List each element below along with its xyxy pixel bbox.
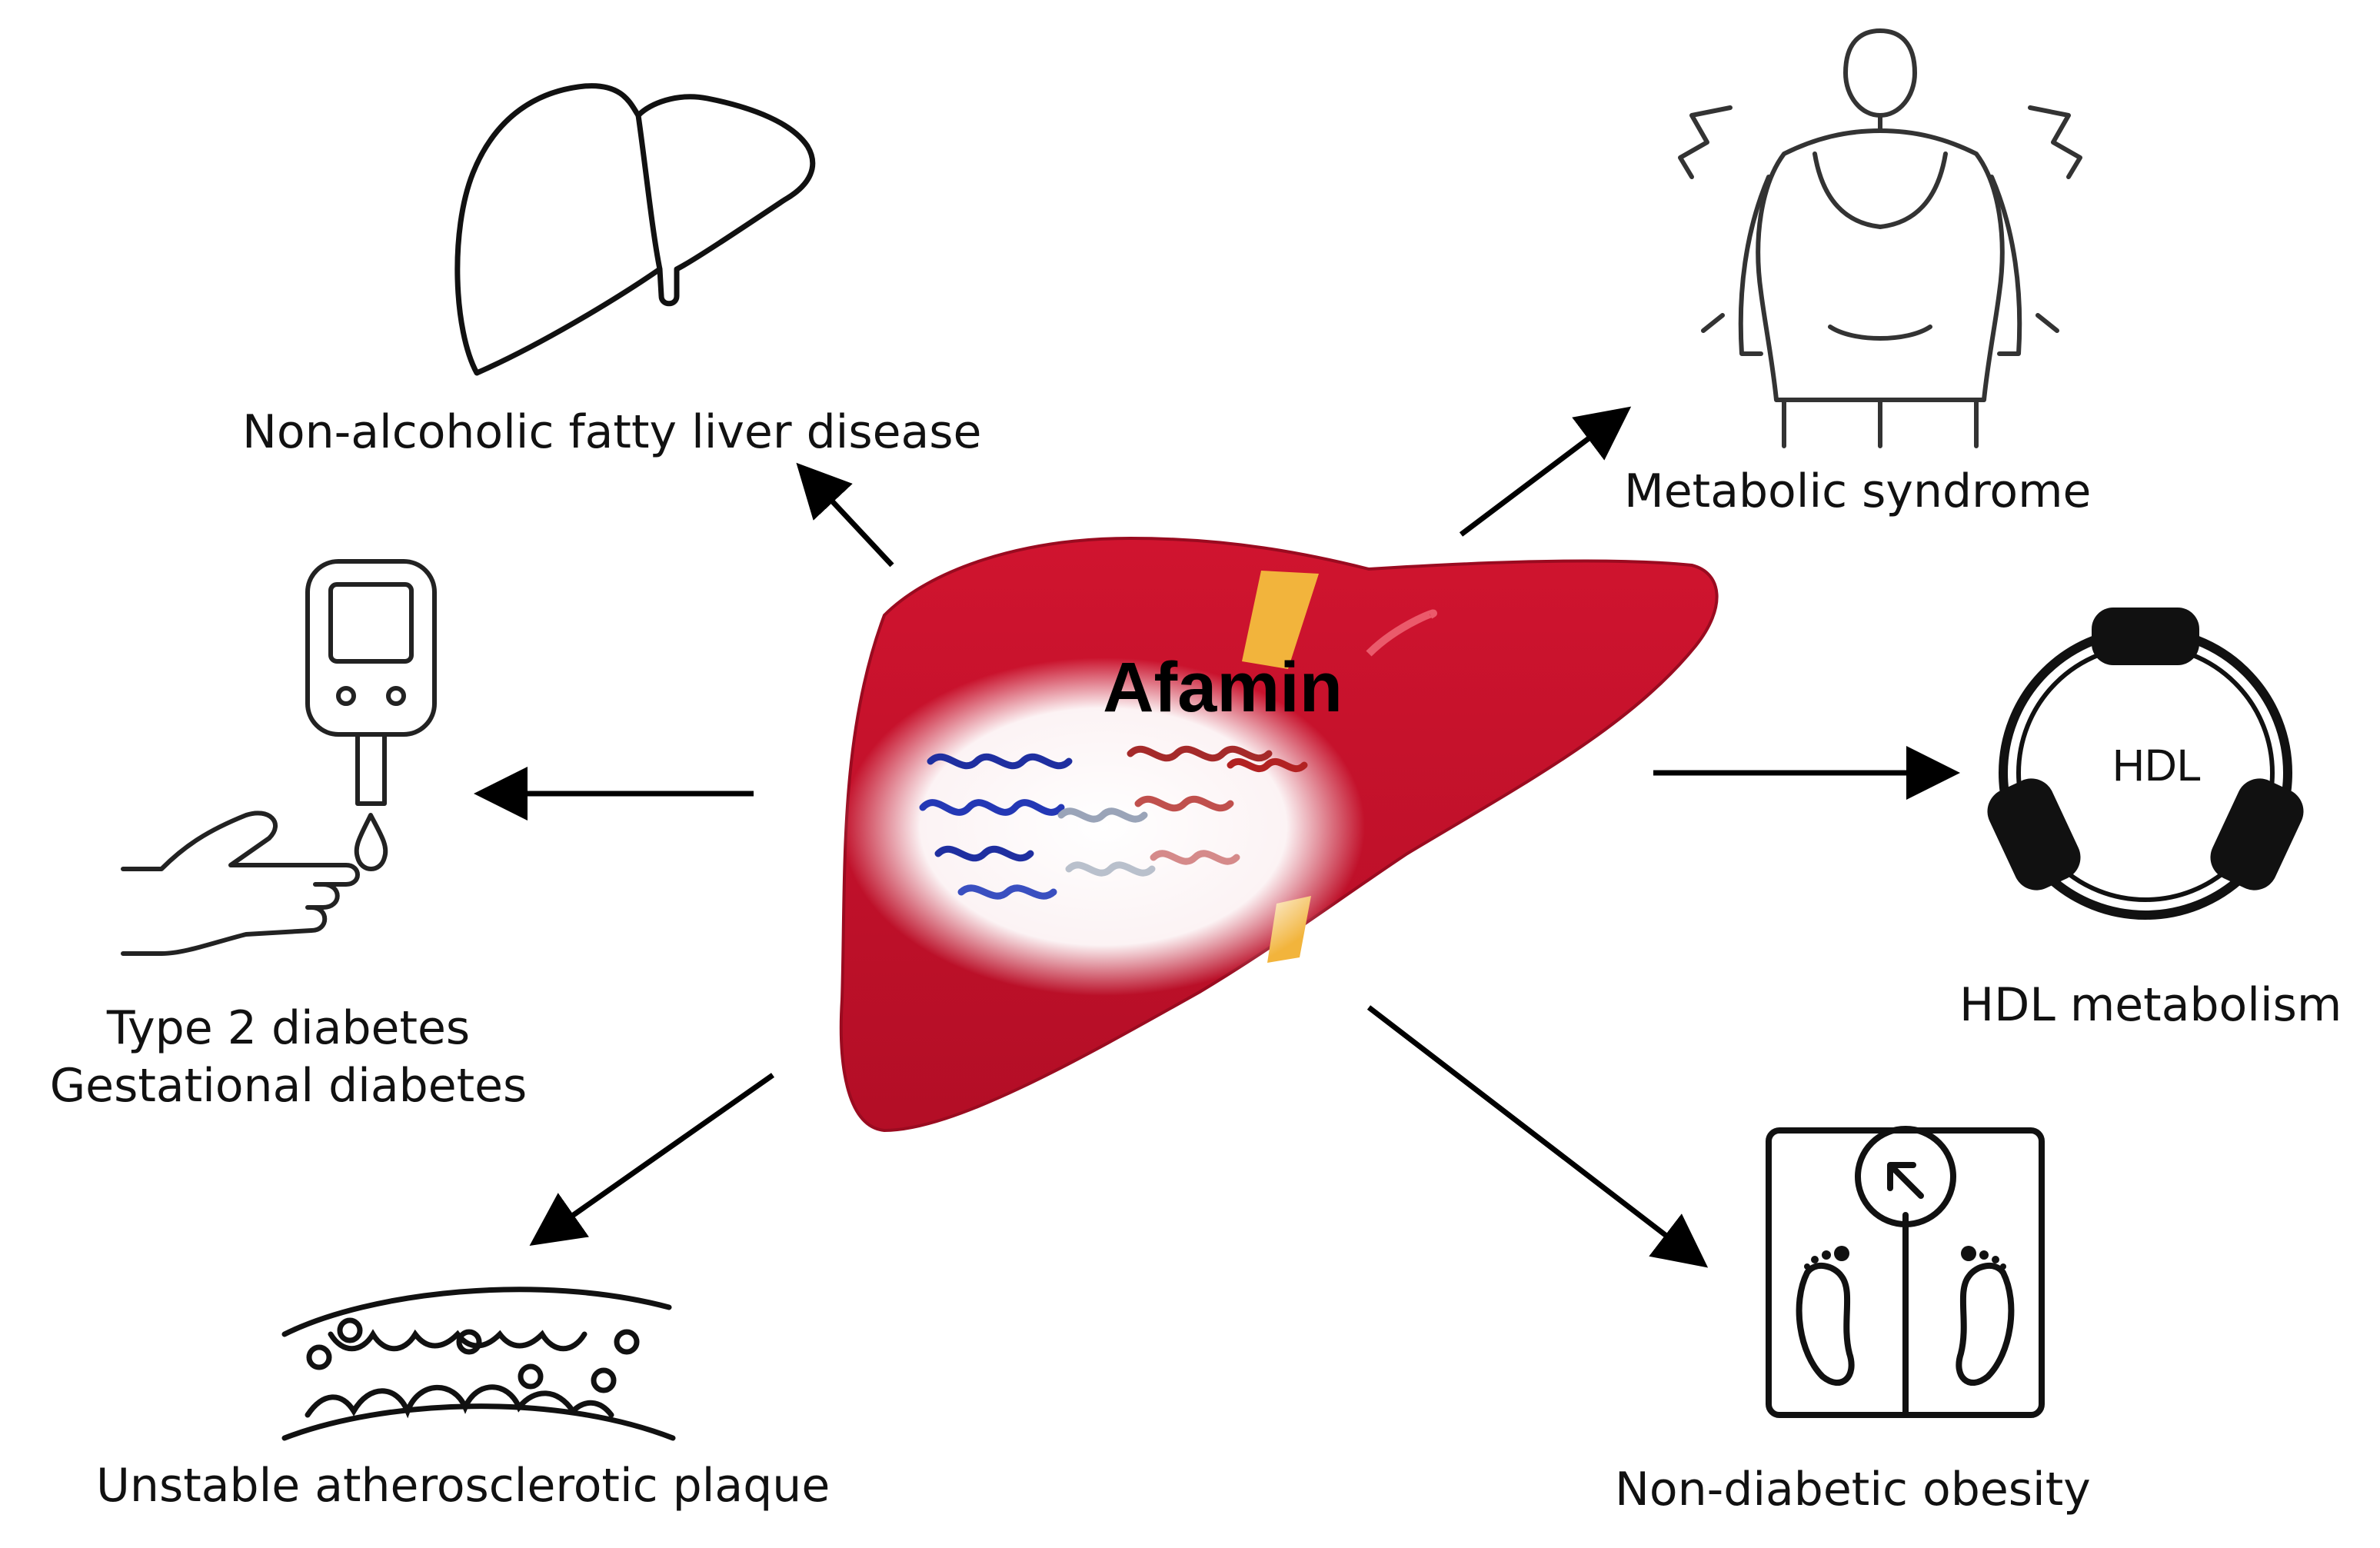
falciform-ligament <box>1242 571 1319 669</box>
protein-glow <box>842 657 1365 996</box>
central-liver: Afamin <box>839 536 1719 1133</box>
label-diabetes: Type 2 diabetes Gestational diabetes <box>23 1000 554 1115</box>
hdl-particle-icon <box>1987 608 2304 920</box>
liver-outline-icon <box>454 83 816 376</box>
bathroom-scale-icon <box>1766 1126 2045 1418</box>
arrow-to-metabolic-syndrome <box>1459 406 1632 537</box>
label-nafld: Non-alcoholic fatty liver disease <box>242 405 982 459</box>
arrow-to-nafld <box>796 462 894 568</box>
arrow-to-obesity <box>1366 1005 1709 1268</box>
label-obesity: Non-diabetic obesity <box>1615 1463 2091 1516</box>
label-hdl-metabolism: HDL metabolism <box>1959 978 2342 1032</box>
label-type2-diabetes: Type 2 diabetes <box>106 1001 471 1055</box>
afamin-title: Afamin <box>1103 648 1343 727</box>
liver-highlight <box>1366 609 1437 657</box>
label-plaque: Unstable atherosclerotic plaque <box>96 1459 831 1513</box>
arrows <box>474 406 1960 1268</box>
afamin-protein-structure <box>919 745 1308 900</box>
glucometer-hand-icon <box>121 559 437 956</box>
label-gestational-diabetes: Gestational diabetes <box>49 1059 528 1113</box>
scale-toe-dots <box>1804 1246 2006 1270</box>
hdl-inner-label: HDL <box>2112 741 2202 791</box>
label-metabolic-syndrome: Metabolic syndrome <box>1624 464 2092 518</box>
arrow-to-plaque <box>529 1073 775 1247</box>
obese-person-icon <box>1678 28 2082 448</box>
artery-plaque-icon <box>281 1287 676 1441</box>
